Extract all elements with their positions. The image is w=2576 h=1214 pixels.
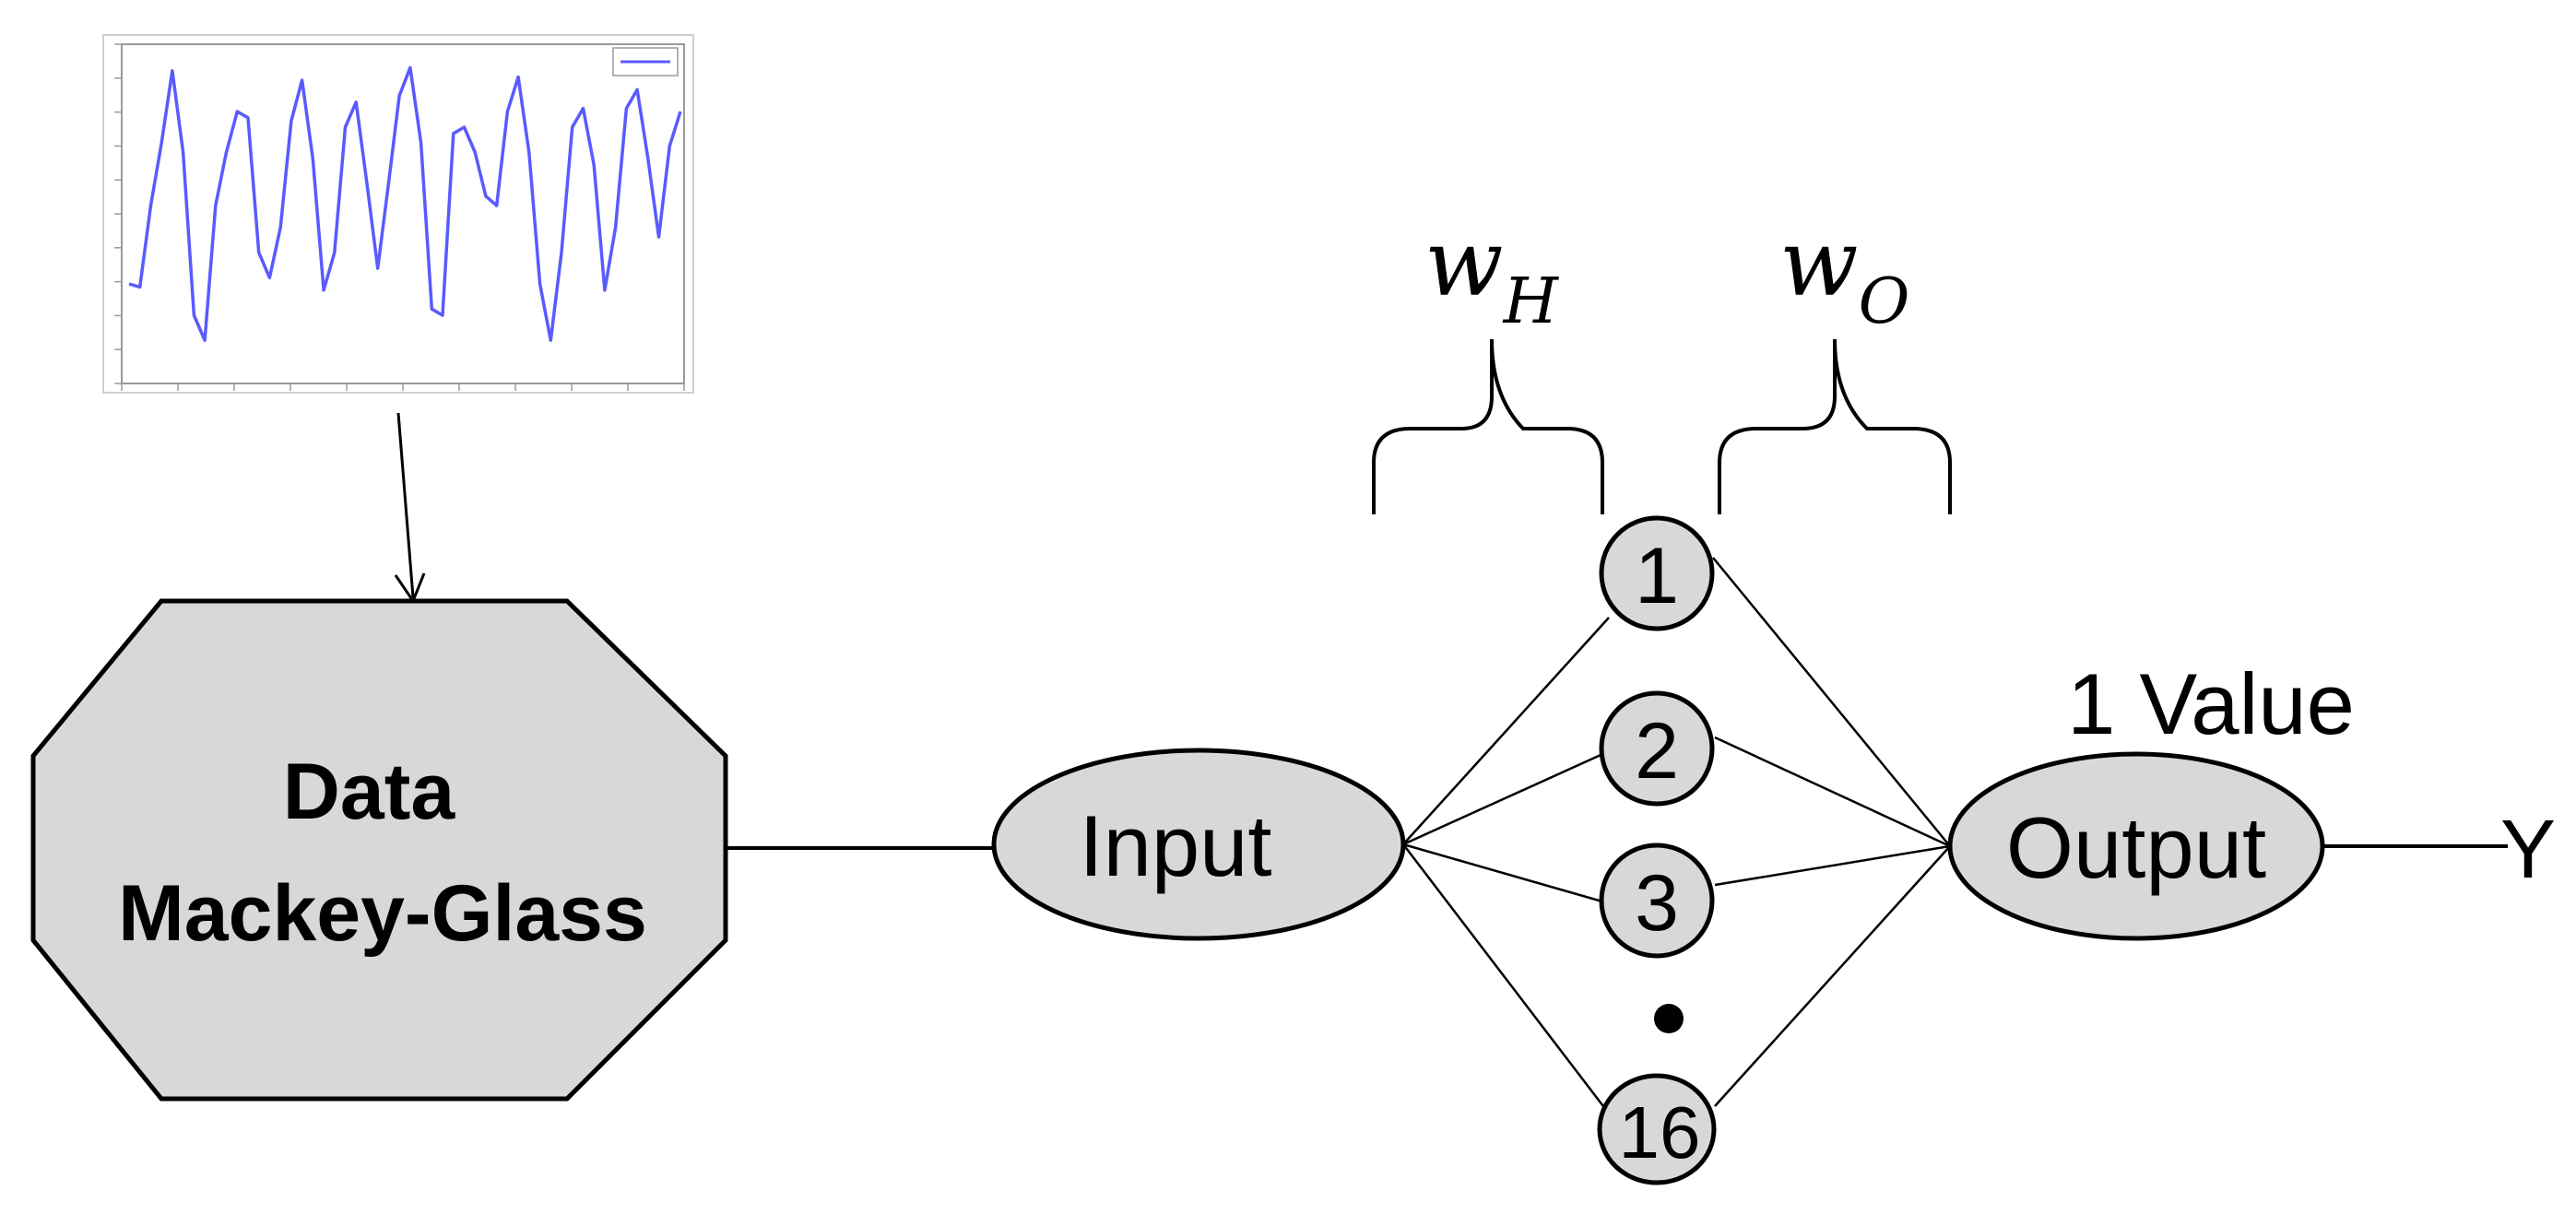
data-source-title: Data bbox=[283, 748, 456, 836]
hidden-node-2-label: 2 bbox=[1635, 707, 1679, 796]
data-source-block: Data Mackey-Glass bbox=[30, 598, 728, 1102]
input-node: Input bbox=[991, 748, 1406, 941]
input-label: Input bbox=[1079, 797, 1271, 894]
output-weights-letter: w bbox=[1779, 209, 1859, 317]
hidden-node-2: 2 bbox=[1599, 690, 1715, 807]
edge-input-node-2 bbox=[1402, 749, 1610, 846]
hidden-node-16: 16 bbox=[1597, 1073, 1717, 1185]
hidden-weights-brace bbox=[1372, 338, 1604, 514]
edge-node-16-output bbox=[1714, 845, 1951, 1107]
data-source-subtitle: Mackey-Glass bbox=[118, 869, 647, 958]
inset-axis-ticks bbox=[114, 43, 685, 391]
edge-node-2-output bbox=[1714, 736, 1951, 848]
edge-input-node-16 bbox=[1402, 843, 1610, 1114]
data-source-octagon bbox=[30, 598, 728, 1102]
output-label: Output bbox=[2006, 799, 2266, 896]
time-series-inset bbox=[102, 34, 694, 394]
output-node: Output bbox=[1947, 751, 2325, 941]
ellipsis-dot bbox=[1654, 1004, 1684, 1033]
output-weights-brace bbox=[1718, 338, 1952, 514]
edge-input-node-1 bbox=[1402, 617, 1610, 845]
hidden-weights-letter: w bbox=[1424, 209, 1504, 317]
network-connections bbox=[1402, 557, 1951, 1114]
hidden-node-1: 1 bbox=[1599, 515, 1715, 631]
hidden-node-3-label: 3 bbox=[1635, 859, 1679, 948]
result-label: Y bbox=[2500, 804, 2556, 896]
plot-to-data-arrow bbox=[394, 412, 426, 605]
output-weights-symbol: wO bbox=[1779, 209, 1909, 338]
edge-node-3-output bbox=[1714, 844, 1951, 887]
output-weights-subscript: O bbox=[1859, 265, 1910, 338]
hidden-node-3: 3 bbox=[1599, 843, 1715, 959]
edge-node-1-output bbox=[1712, 557, 1951, 847]
hidden-node-16-label: 16 bbox=[1619, 1091, 1701, 1173]
output-annotation: 1 Value bbox=[2067, 655, 2355, 752]
hidden-weights-subscript: H bbox=[1502, 265, 1560, 338]
edge-input-node-3 bbox=[1402, 843, 1610, 905]
inset-series-line bbox=[128, 65, 682, 342]
hidden-layer: 1 2 3 16 bbox=[1597, 515, 1717, 1185]
hidden-weights-symbol: wH bbox=[1424, 209, 1560, 338]
hidden-node-1-label: 1 bbox=[1635, 532, 1679, 620]
